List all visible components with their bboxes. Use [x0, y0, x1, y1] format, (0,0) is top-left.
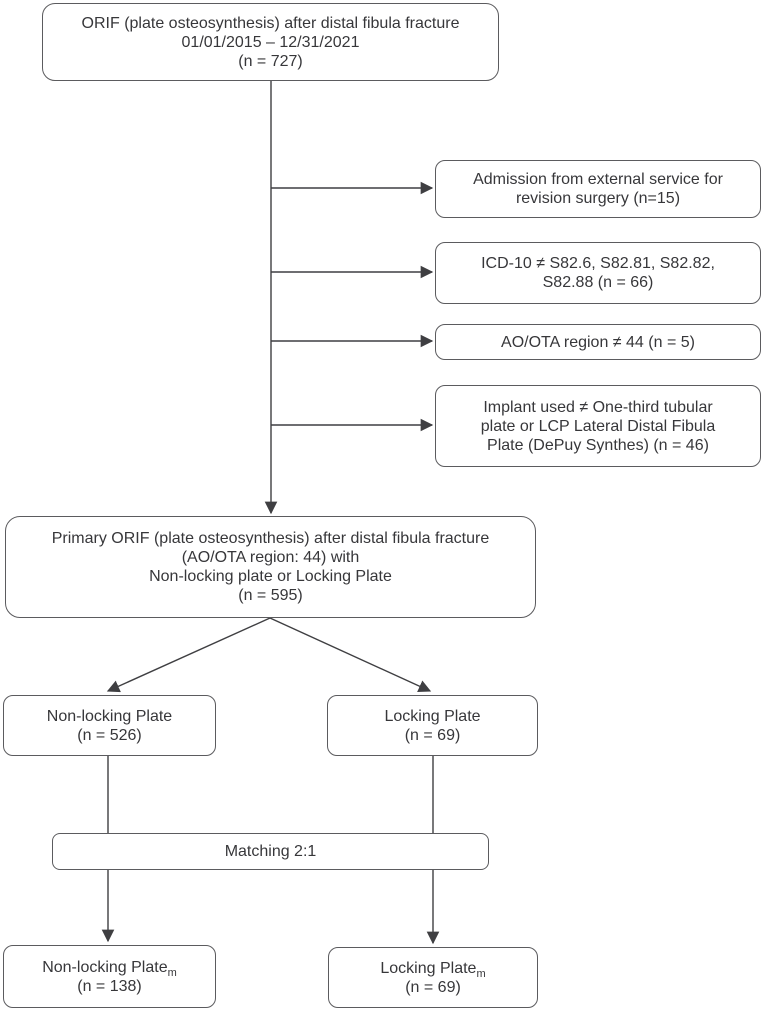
node-locking-plate: Locking Plate (n = 69) — [327, 695, 538, 756]
box-text-line: ORIF (plate osteosynthesis) after distal… — [81, 14, 460, 32]
box-text-title: Locking Plate — [380, 959, 477, 977]
box-text-line: Primary ORIF (plate osteosynthesis) afte… — [51, 530, 490, 547]
node-primary-cohort: Primary ORIF (plate osteosynthesis) afte… — [5, 516, 536, 618]
node-matching: Matching 2:1 — [52, 833, 489, 870]
box-text-line: Implant used ≠ One-third tubular — [483, 398, 713, 416]
box-text-line: Admission from external service for — [473, 171, 723, 188]
box-text-line: Non-locking plate or Locking Plate — [149, 568, 392, 585]
box-text-line: Non-locking Plate — [46, 707, 173, 725]
box-text-line: (n = 526) — [77, 726, 142, 744]
arrow-primary-to-nonlocking — [106, 617, 271, 693]
node-nonlocking-plate-matched: Non-locking Platem (n = 138) — [3, 945, 216, 1008]
box-text-line: Matching 2:1 — [224, 843, 317, 860]
node-exclusion-implant: Implant used ≠ One-third tubular plate o… — [435, 385, 761, 467]
box-text-line: (AO/OTA region: 44) with — [181, 549, 360, 566]
box-text-line: ICD-10 ≠ S82.6, S82.81, S82.82, — [481, 255, 715, 272]
box-text-line: (n = 727) — [238, 52, 303, 70]
box-text-line: (n = 138) — [77, 977, 142, 995]
arrow-primary-to-locking — [269, 617, 432, 693]
box-text-line: 01/01/2015 – 12/31/2021 — [181, 33, 360, 51]
box-text-title: Non-locking Plate — [42, 958, 168, 976]
node-exclusion-ao-ota: AO/OTA region ≠ 44 (n = 5) — [435, 324, 761, 360]
node-exclusion-icd10: ICD-10 ≠ S82.6, S82.81, S82.82, S82.88 (… — [435, 242, 761, 304]
box-text-line: (n = 69) — [405, 978, 461, 996]
box-text-line: AO/OTA region ≠ 44 (n = 5) — [501, 333, 695, 351]
box-text-line: revision surgery (n=15) — [515, 190, 681, 207]
box-text-line: Locking Plate — [384, 707, 481, 725]
node-nonlocking-plate: Non-locking Plate (n = 526) — [3, 695, 216, 756]
subscript-m: m — [476, 967, 486, 980]
box-text-line: (n = 595) — [238, 587, 303, 604]
box-text-line: Locking Platem — [380, 959, 486, 980]
node-exclusion-admission: Admission from external service for revi… — [435, 160, 761, 218]
box-text-line: S82.88 (n = 66) — [542, 274, 654, 291]
box-text-line: (n = 69) — [404, 726, 461, 744]
node-initial-cohort: ORIF (plate osteosynthesis) after distal… — [42, 3, 499, 81]
box-text-line: plate or LCP Lateral Distal Fibula — [480, 417, 716, 435]
box-text-line: Plate (DePuy Synthes) (n = 46) — [487, 436, 709, 454]
node-locking-plate-matched: Locking Platem (n = 69) — [328, 947, 538, 1008]
subscript-m: m — [167, 966, 177, 979]
box-text-line: Non-locking Platem — [42, 958, 177, 979]
